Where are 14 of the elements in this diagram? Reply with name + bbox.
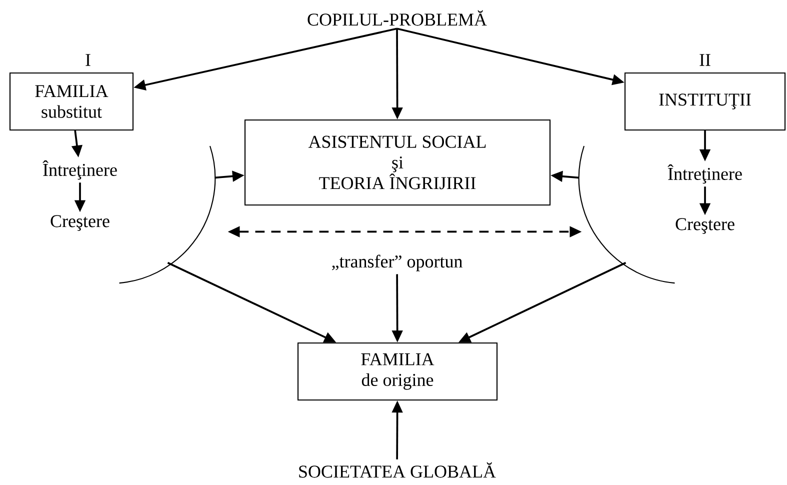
- text-label: Creştere: [676, 218, 734, 234]
- text-label: Întreţinere: [42, 160, 117, 180]
- text-box: INSTITUŢII: [624, 72, 786, 131]
- text-label: COPILUL-PROBLEMĂ: [308, 10, 487, 26]
- arc: [119, 146, 216, 284]
- text-box: ASISTENTUL SOCIAL şi TEORIA ÎNGRIJIRII: [244, 119, 551, 206]
- text-box: FAMILIA de origine: [297, 342, 498, 401]
- text-label: „transfer” oportun: [332, 254, 462, 272]
- roman-numeral: II: [700, 54, 710, 66]
- roman-numeral: I: [86, 54, 90, 66]
- text-label: Creştere: [50, 215, 110, 231]
- text-label: SOCIETATEA GLOBALĂ: [299, 462, 496, 478]
- text-box: FAMILIA substitut: [9, 72, 134, 131]
- text-label: Întreţinere: [668, 164, 742, 184]
